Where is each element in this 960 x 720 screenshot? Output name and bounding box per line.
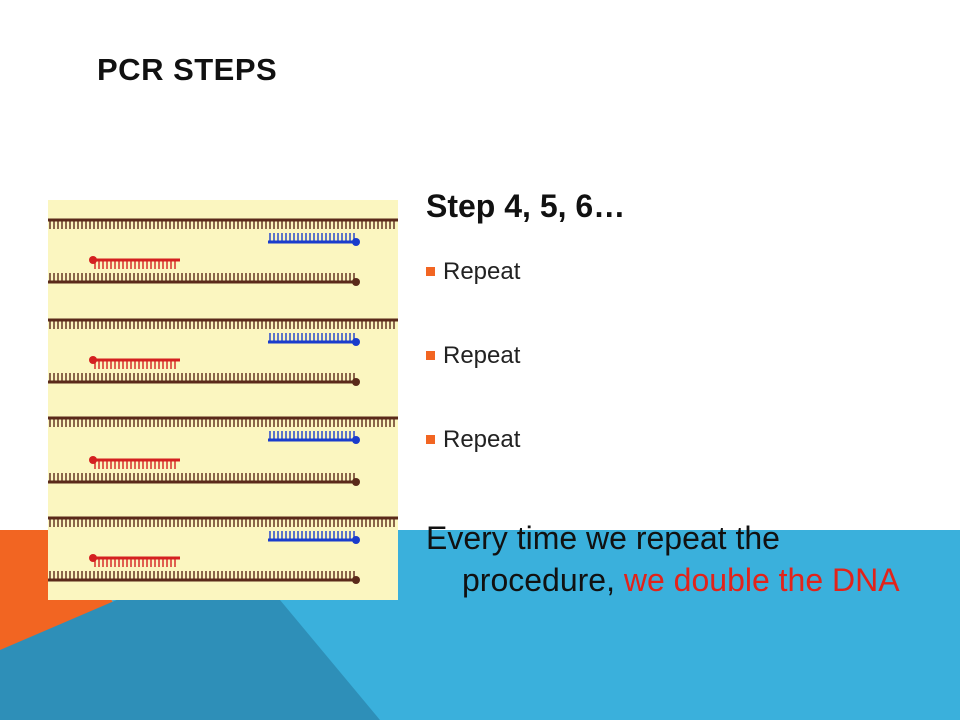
square-bullet-icon	[426, 351, 435, 360]
bullet-text: Repeat	[443, 426, 521, 453]
square-bullet-icon	[426, 435, 435, 444]
summary-text-part: Every time we repeat the procedure,	[426, 520, 780, 598]
slide-title: PCR STEPS	[97, 52, 278, 87]
bullet-list: Repeat Repeat Repeat	[426, 258, 520, 510]
bullet-item: Repeat	[426, 426, 520, 510]
summary-highlight: we double the DNA	[623, 562, 900, 598]
bullet-item: Repeat	[426, 342, 520, 426]
step-heading: Step 4, 5, 6…	[426, 188, 626, 224]
bullet-text: Repeat	[443, 342, 521, 369]
bullet-item: Repeat	[426, 258, 520, 342]
summary-text: Every time we repeat the procedure, we d…	[426, 517, 932, 601]
bullet-text: Repeat	[443, 258, 521, 285]
dna-strands-figure	[48, 200, 398, 600]
dna-strands-icon	[48, 218, 398, 584]
square-bullet-icon	[426, 267, 435, 276]
dark-blue-shape	[0, 590, 380, 720]
